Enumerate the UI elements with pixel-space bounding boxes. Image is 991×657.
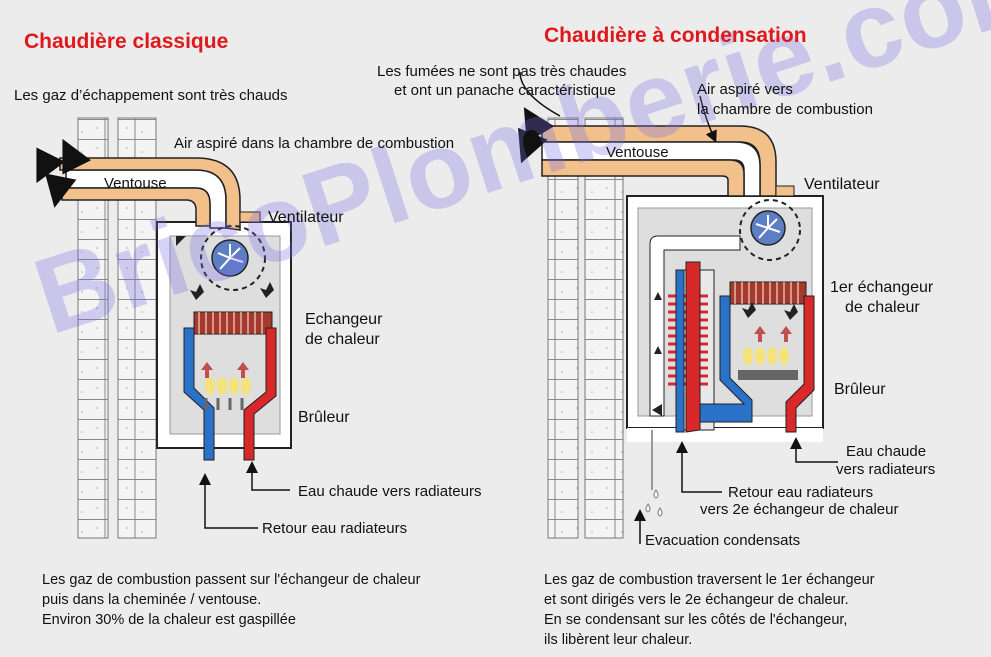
right-retour-label-1: Retour eau radiateurs [728, 484, 874, 501]
right-fumees-note-2: et ont un panache caractéristique [394, 82, 616, 99]
left-fan [200, 225, 266, 291]
left-ventilateur-label: Ventilateur [268, 209, 344, 226]
left-ventouse-label: Ventouse [104, 175, 167, 192]
left-echangeur-label-1: Echangeur [305, 311, 383, 328]
right-title: Chaudière à condensation [544, 24, 807, 47]
left-leader-lines [199, 461, 290, 529]
left-air-note: Air aspiré dans la chambre de combustion [174, 135, 455, 152]
right-caption-line-1: Les gaz de combustion traversent le 1er … [544, 572, 875, 588]
right-echangeur-label-2: de chaleur [845, 299, 920, 316]
right-smoke-arrows [518, 107, 555, 164]
right-wall [547, 117, 624, 539]
left-caption-line-1: Les gaz de combustion passent sur l'écha… [42, 572, 421, 588]
left-heat-exchanger [193, 311, 273, 335]
left-smoke-arrows [36, 138, 92, 208]
right-evacuation-label: Evacuation condensats [645, 532, 801, 549]
left-eau-chaude-label: Eau chaude vers radiateurs [298, 483, 482, 500]
right-water-circuit [675, 261, 815, 433]
right-bruleur-label: Brûleur [834, 381, 886, 398]
right-flue-pipe [541, 125, 795, 197]
right-fumees-note-1: Les fumées ne sont pas très chaudes [377, 63, 627, 80]
left-caption: Les gaz de combustion passent sur l'écha… [42, 570, 420, 630]
left-caption-line-3: Environ 30% de la chaleur est gaspillée [42, 612, 296, 628]
right-caption-line-4: ils libèrent leur chaleur. [544, 632, 693, 648]
left-flue-pipe [59, 157, 261, 231]
left-caption-line-2: puis dans la cheminée / ventouse. [42, 592, 262, 608]
left-retour-label: Retour eau radiateurs [262, 520, 408, 537]
right-retour-label-2: vers 2e échangeur de chaleur [700, 501, 899, 518]
left-water-circuit [183, 327, 277, 461]
right-ventilateur-label: Ventilateur [804, 176, 880, 193]
right-inner-duct [649, 235, 741, 417]
right-air-note-2: la chambre de combustion [697, 101, 873, 118]
left-exhaust-note: Les gaz d’échappement sont très chauds [14, 87, 288, 104]
left-flow-arrows [176, 236, 274, 378]
right-fan [739, 199, 801, 261]
left-echangeur-label-2: de chaleur [305, 331, 380, 348]
right-caption-line-3: En se condensant sur les côtés de l'écha… [544, 612, 848, 628]
right-eau-chaude-label-2: vers radiateurs [836, 461, 936, 478]
right-caption-line-2: et sont dirigés vers le 2e échangeur de … [544, 592, 849, 608]
left-bruleur-label: Brûleur [298, 409, 350, 426]
right-flow-arrows [652, 292, 798, 416]
right-burner [738, 347, 798, 380]
right-caption: Les gaz de combustion traversent le 1er … [544, 570, 874, 650]
left-burner [204, 377, 251, 410]
right-first-exchanger [729, 281, 807, 305]
right-leader-lines [519, 71, 838, 544]
right-ventouse-label: Ventouse [606, 144, 669, 161]
right-condensate [645, 430, 663, 517]
left-title: Chaudière classique [24, 30, 229, 53]
right-echangeur-label-1: 1er échangeur [830, 279, 934, 296]
right-eau-chaude-label-1: Eau chaude [846, 443, 927, 460]
right-air-note-1: Air aspiré vers [697, 81, 793, 98]
